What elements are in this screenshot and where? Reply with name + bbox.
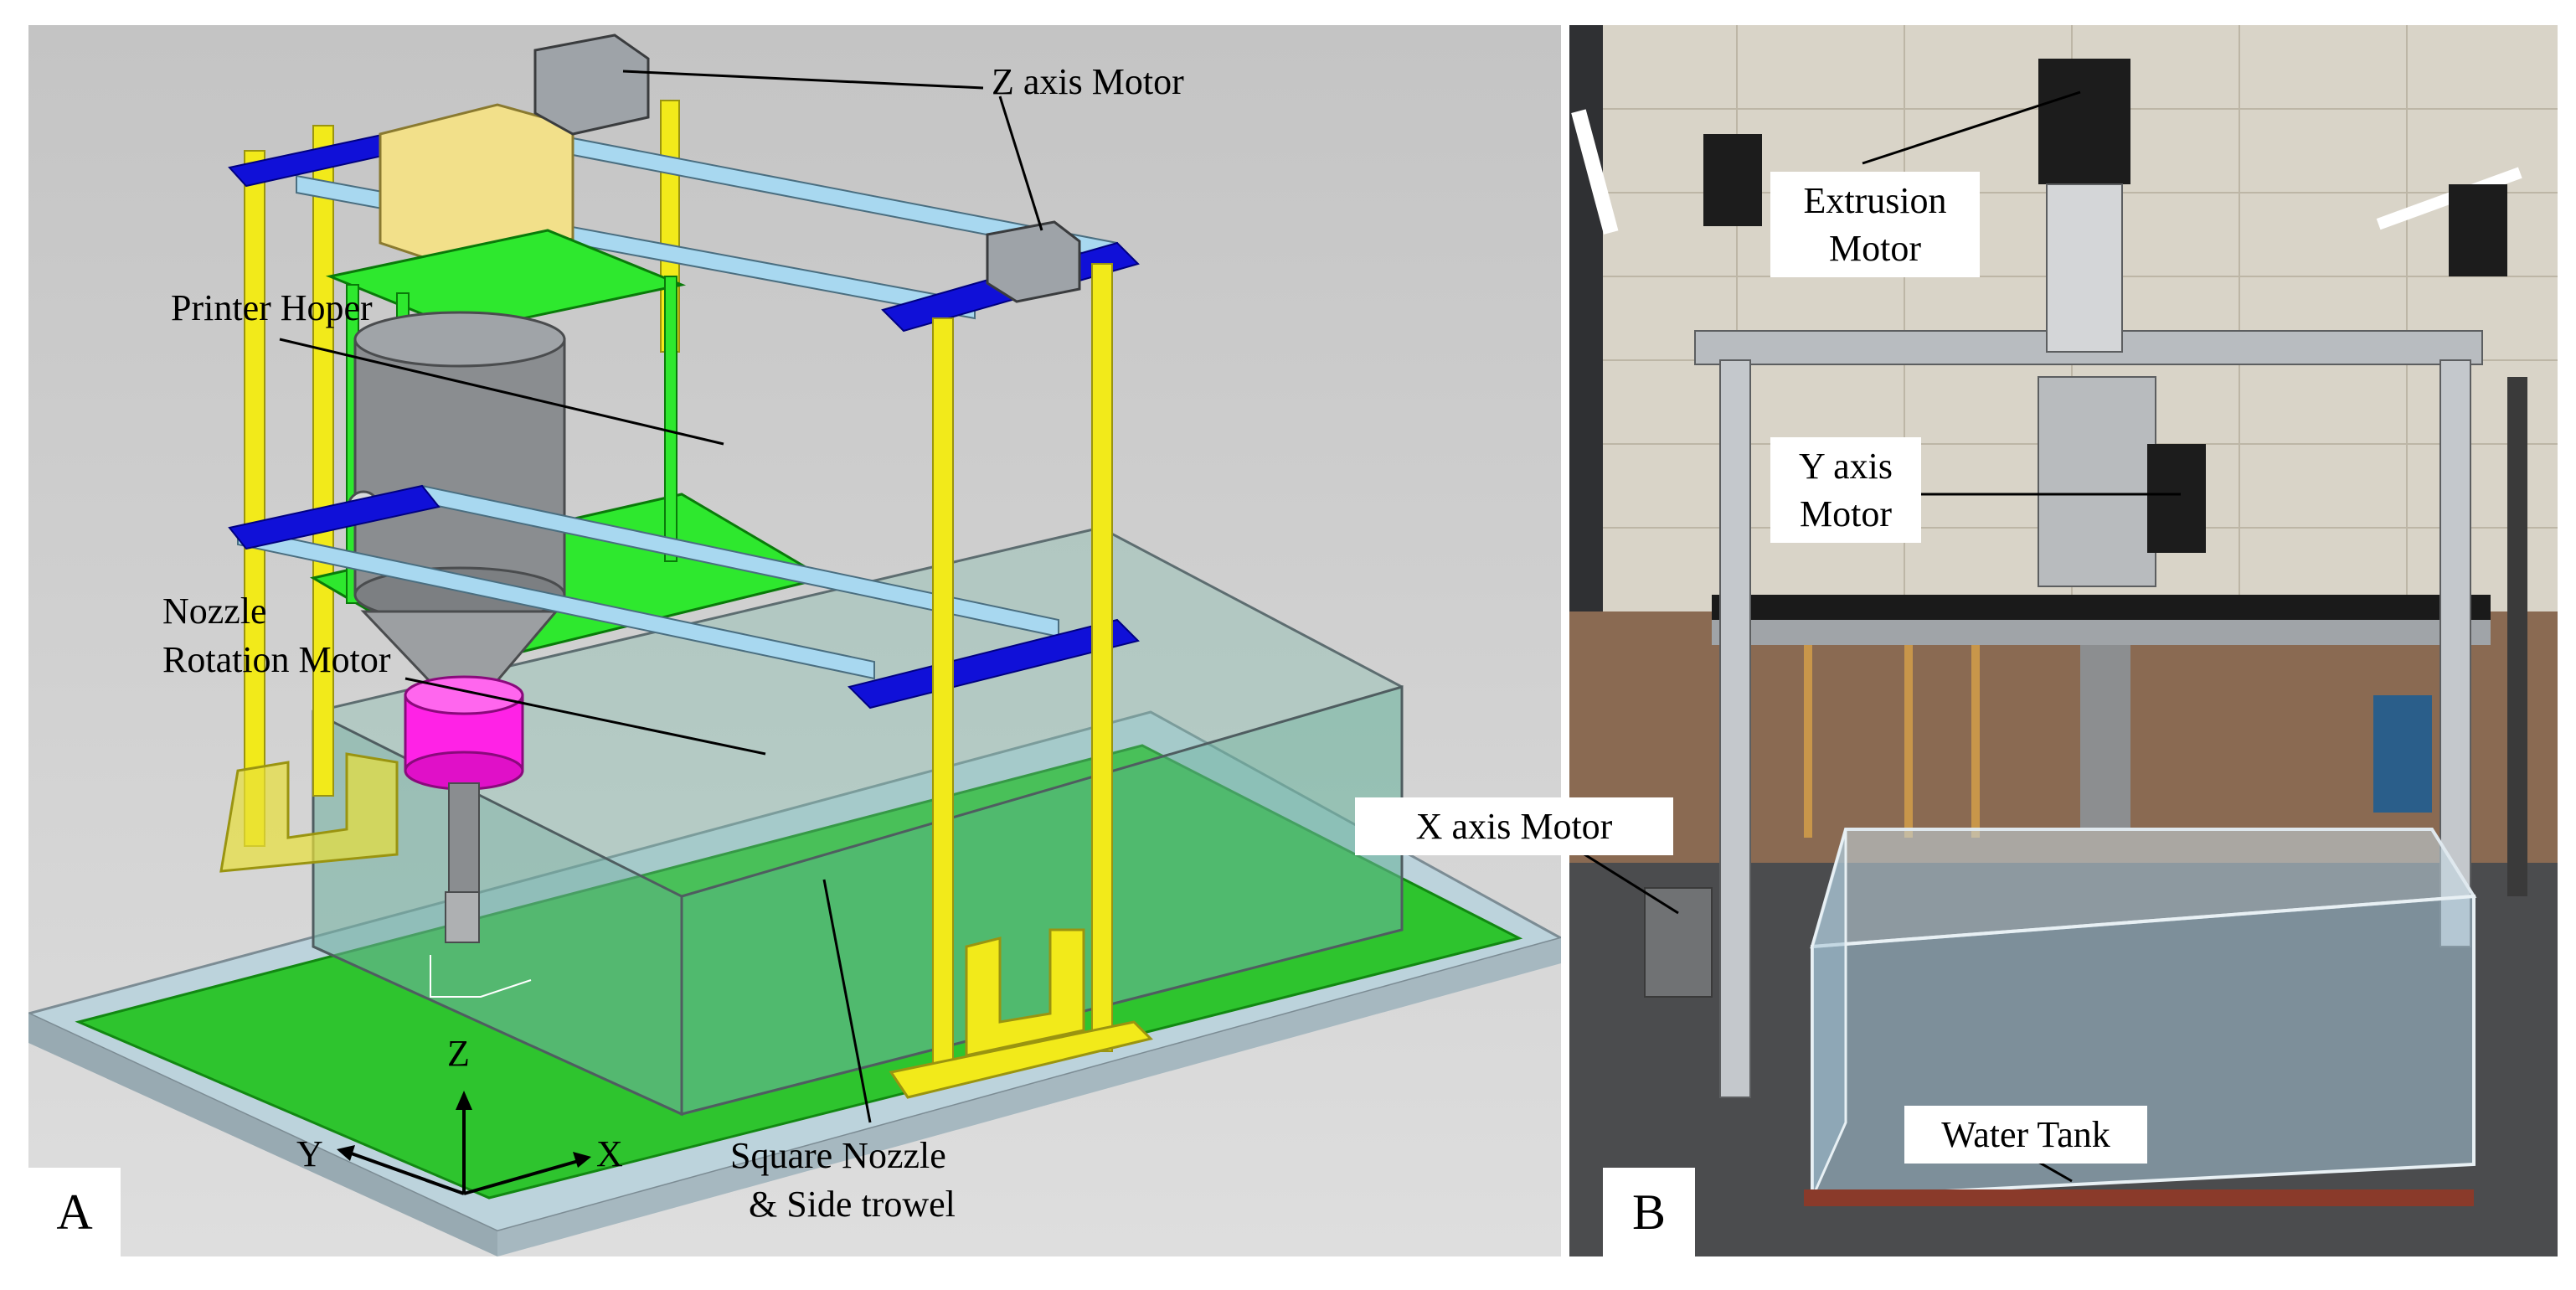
carriage-top — [325, 229, 687, 333]
z-motor-box — [533, 34, 650, 136]
axis-x — [463, 1158, 582, 1195]
pillar-foot — [219, 752, 399, 873]
pillar-foot — [965, 928, 1085, 1057]
stick — [1804, 628, 1812, 838]
screw-rod — [2507, 377, 2527, 896]
z-motor-box — [986, 220, 1081, 303]
label-square-nozzle-line1: Square Nozzle — [730, 1135, 946, 1176]
axis-label-y: Y — [296, 1133, 323, 1174]
pillar — [1091, 263, 1113, 1052]
label-x-axis-motor-overlay: X axis Motor — [1355, 797, 1673, 856]
panel-a-cad-model: Z axis Motor Printer Hoper Nozzle Rotati… — [28, 25, 1561, 1256]
hopper-cylinder — [353, 338, 566, 596]
leader-extrusion — [1862, 90, 2081, 165]
base-plate-edge-right — [497, 938, 1561, 1256]
label-y-motor-line2: Motor — [1800, 493, 1892, 535]
leader-x-motor — [1577, 849, 1679, 915]
motor-right — [2449, 184, 2507, 276]
panel-b-photo: Extrusion Motor Y axis Motor X axis Moto… — [1569, 25, 2558, 1256]
pillar — [312, 125, 334, 797]
axis-label-z: Z — [447, 1033, 470, 1074]
green-bed — [75, 744, 1523, 1200]
tank-base — [1804, 1189, 2474, 1206]
stick — [1971, 628, 1980, 838]
y-axis-motor — [2147, 444, 2206, 553]
leader-z-motor — [998, 95, 1043, 231]
x-axis-motor — [1644, 887, 1713, 998]
leader-nozzle — [822, 879, 872, 1123]
leader-rotation — [404, 677, 766, 756]
label-extrusion-line1: Extrusion — [1803, 180, 1947, 221]
panel-letter-a: A — [28, 1168, 121, 1256]
mid-frame-bar — [848, 618, 1140, 710]
base-plate-edge — [28, 1014, 497, 1256]
label-water-tank: Water Tank — [1904, 1106, 2147, 1164]
axis-y-arrow — [337, 1145, 355, 1161]
leader-z-motor — [622, 70, 984, 90]
motor-left — [1703, 134, 1762, 226]
rotation-motor-top — [404, 675, 524, 715]
blue-cabinet — [2373, 695, 2432, 813]
stick — [1904, 628, 1913, 838]
panel-letter-b: B — [1603, 1168, 1695, 1256]
label-z-axis-motor: Z axis Motor — [992, 61, 1184, 102]
label-printer-hopper: Printer Hoper — [171, 287, 373, 328]
axis-label-x: X — [596, 1133, 623, 1174]
nozzle-shaft — [448, 782, 480, 893]
hopper-top — [353, 311, 566, 368]
axis-y — [346, 1150, 465, 1195]
label-nozzle-rotation-line2: Rotation Motor — [162, 639, 391, 680]
hopper-feed-box — [379, 103, 574, 270]
cad-drawing — [28, 34, 1561, 1256]
axis-x-arrow — [573, 1152, 591, 1168]
nozzle-triad — [430, 955, 532, 998]
label-y-motor-line1: Y axis — [1798, 446, 1893, 487]
label-extrusion-motor: Extrusion Motor — [1770, 172, 1980, 278]
tank-right — [680, 685, 1404, 1116]
pillar — [932, 317, 954, 1073]
ceiling-light — [1571, 109, 1619, 235]
axis-z-arrow — [456, 1091, 472, 1110]
leader-hopper — [279, 338, 724, 446]
pillar — [244, 150, 265, 847]
photo-illustration — [1569, 25, 2558, 1256]
steel-hopper — [2038, 376, 2156, 587]
label-y-axis-motor: Y axis Motor — [1770, 437, 1921, 544]
extrusion-motor — [2038, 59, 2130, 184]
label-square-nozzle-line2: & Side trowel — [749, 1184, 956, 1225]
label-extrusion-line2: Motor — [1829, 228, 1921, 270]
mid-frame-bar — [228, 484, 440, 550]
extrusion-column — [2046, 183, 2123, 353]
square-nozzle — [445, 891, 480, 943]
label-nozzle-rotation-line1: Nozzle — [162, 591, 267, 632]
gantry-post — [1719, 359, 1751, 1098]
gantry-mid-rail — [1712, 620, 2491, 645]
carriage-rod — [664, 276, 677, 562]
nozzle-assembly — [2080, 645, 2130, 829]
pillar-foot — [889, 1020, 1153, 1099]
gantry-mid — [1712, 595, 2491, 620]
